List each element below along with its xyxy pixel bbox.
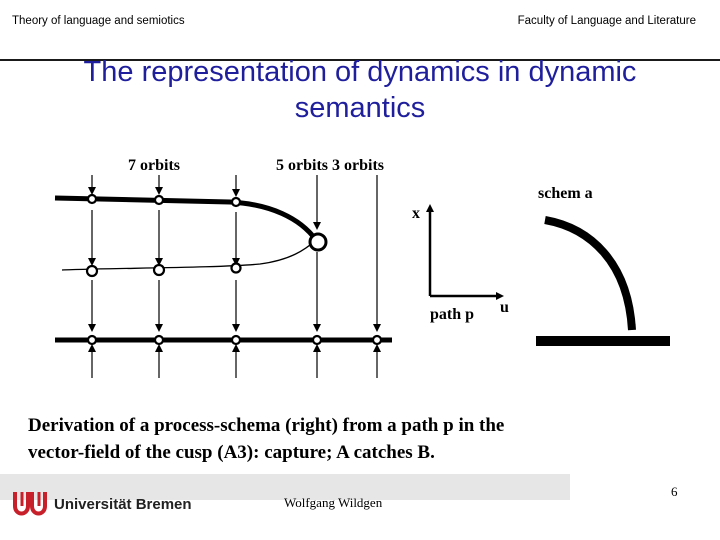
header-course: Theory of language and semiotics: [12, 15, 185, 27]
schema-label: schem a: [538, 185, 593, 202]
orbit-label-7: 7 orbits: [128, 157, 180, 174]
path-label: path p: [430, 306, 474, 323]
header-faculty: Faculty of Language and Literature: [517, 15, 696, 27]
axis-u-label: u: [500, 299, 509, 316]
header-rule: [0, 59, 720, 61]
caption-line-2: vector-field of the cusp (A3): capture; …: [28, 442, 435, 463]
orbit-label-5-3: 5 orbits 3 orbits: [276, 157, 384, 174]
schema-curve: [544, 216, 636, 331]
page-number: 6: [671, 484, 678, 499]
author-name: Wolfgang Wildgen: [284, 495, 383, 510]
flow-lines: [88, 175, 381, 378]
caption-line-1: Derivation of a process-schema (right) f…: [28, 415, 505, 436]
middle-repellor-curve: [61, 239, 317, 271]
axis-x-label: x: [412, 205, 420, 222]
caption: Derivation of a process-schema (right) f…: [28, 412, 708, 466]
slide-title: The representation of dynamics in dynami…: [83, 56, 637, 124]
university-name: Universität Bremen: [54, 496, 192, 513]
cusp-diagram: 7 orbits 5 orbits 3 orbits: [54, 157, 670, 378]
upper-attractor-curve: [54, 195, 319, 242]
university-logo-icon: [13, 492, 47, 516]
fixed-points: [85, 193, 383, 346]
footer-band: [0, 474, 570, 500]
